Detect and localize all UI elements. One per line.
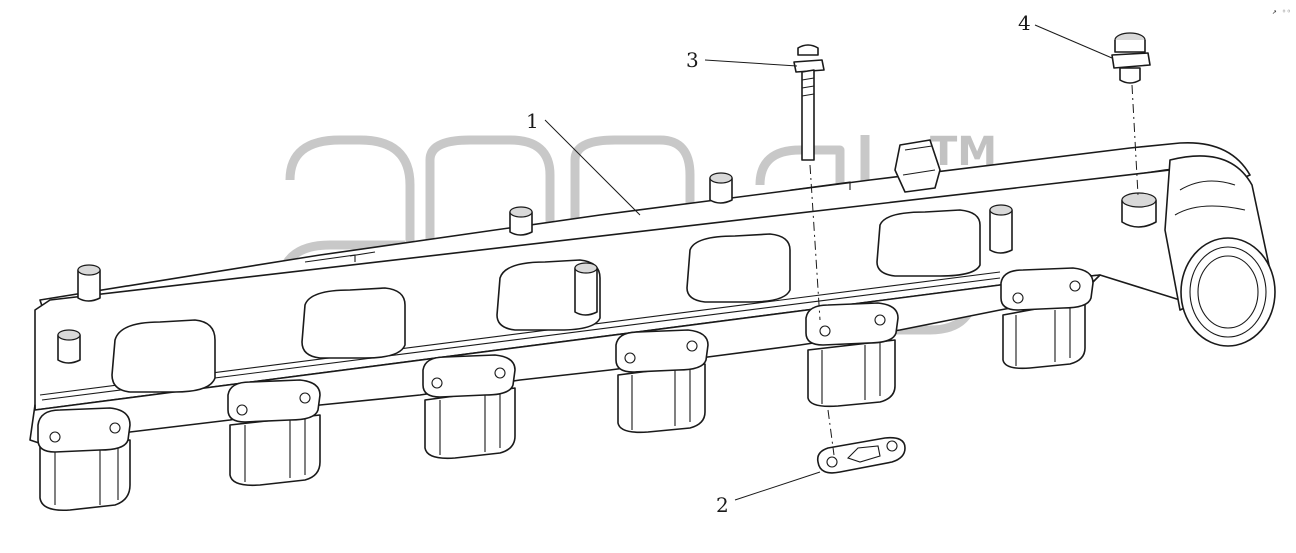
callout-1: 1 (526, 109, 539, 133)
callout-2: 2 (716, 493, 729, 517)
gasket-axis-line (827, 409, 835, 456)
leader-line-3 (704, 59, 798, 67)
bolt-part-3 (793, 44, 825, 161)
bolt-axis-line (809, 164, 821, 321)
corner-mark: ↗ ◦◦ (1272, 7, 1291, 16)
fitting-part-4 (1111, 32, 1151, 84)
callout-3: 3 (686, 48, 699, 72)
leader-line-1 (544, 119, 641, 216)
leader-line-2 (734, 471, 821, 501)
gasket-part-2 (816, 436, 906, 474)
leader-line-4 (1034, 24, 1113, 59)
exhaust-manifold-part-1 (29, 139, 1276, 512)
callout-4: 4 (1018, 11, 1031, 35)
